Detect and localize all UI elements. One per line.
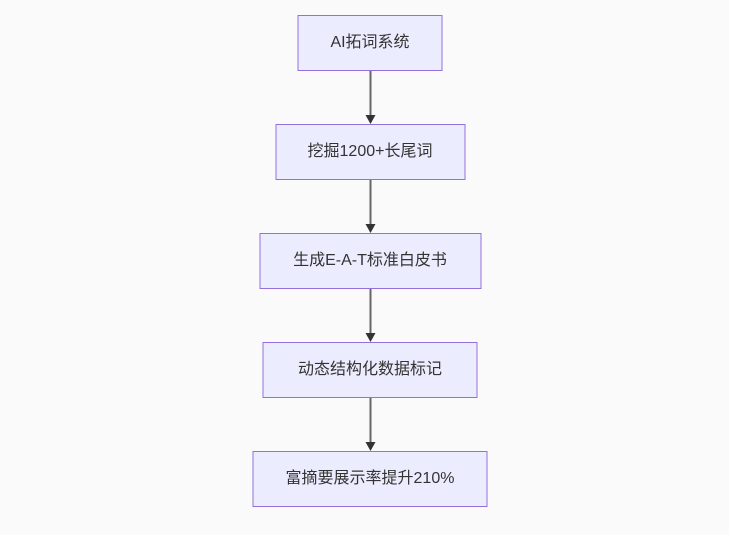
flow-node-structured-data-markup: 动态结构化数据标记 [262,342,478,398]
flowchart: AI拓词系统 挖掘1200+长尾词 生成E-A-T标准白皮书 动态结构化数据标记 [252,15,488,507]
edge-line [369,289,371,335]
arrow-down-icon [365,224,375,233]
node-label: AI拓词系统 [330,34,410,51]
flow-node-longtail-mining: 挖掘1200+长尾词 [275,124,465,180]
edge-2 [362,180,378,233]
node-label: 动态结构化数据标记 [297,361,442,378]
edge-line [369,71,371,117]
edge-1 [362,71,378,124]
flow-node-ai-word-expansion: AI拓词系统 [297,15,443,71]
edge-4 [362,398,378,451]
edge-line [369,180,371,226]
node-label: 挖掘1200+长尾词 [307,143,433,160]
flow-node-eat-whitepaper: 生成E-A-T标准白皮书 [259,233,481,289]
edge-line [369,398,371,444]
node-label: 富摘要展示率提升210% [285,470,455,487]
flow-node-rich-snippet-rate: 富摘要展示率提升210% [252,451,488,507]
arrow-down-icon [365,115,375,124]
edge-3 [362,289,378,342]
arrow-down-icon [365,333,375,342]
arrow-down-icon [365,442,375,451]
node-label: 生成E-A-T标准白皮书 [293,252,447,269]
